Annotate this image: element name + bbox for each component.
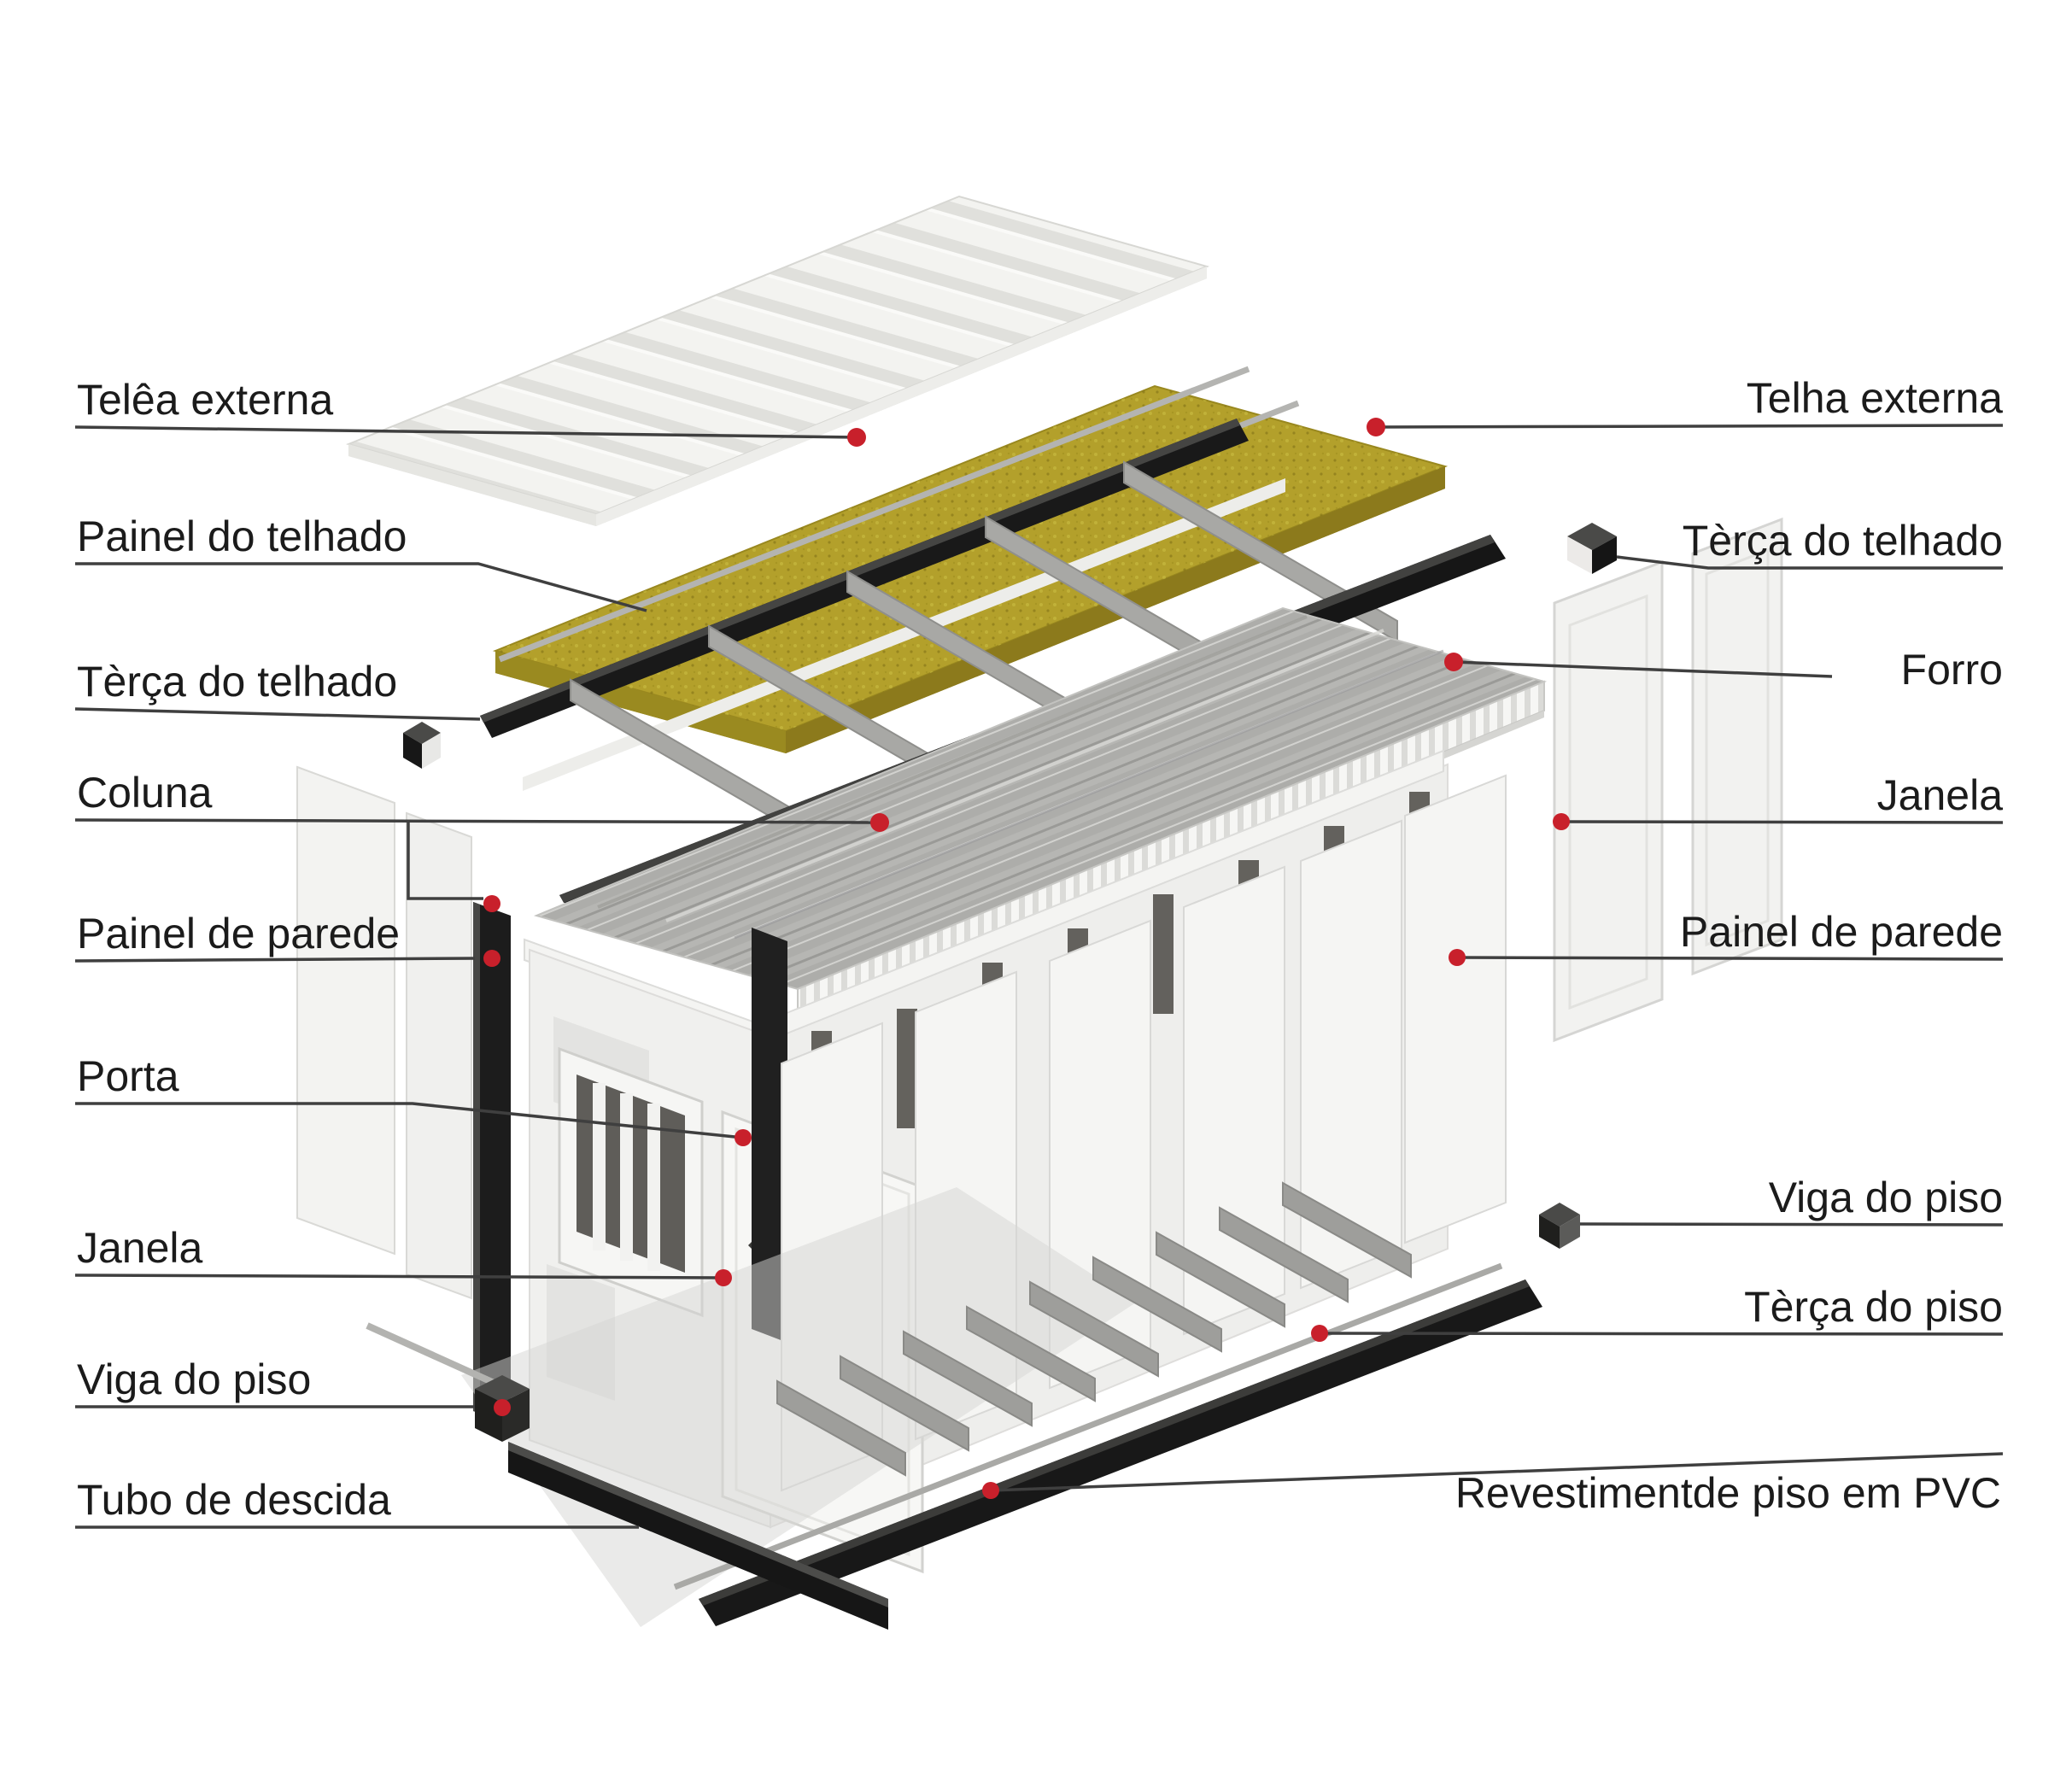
left-wall-panels [296, 765, 472, 1300]
label-tubo-de-descida: Tubo de descida [77, 1476, 391, 1524]
floor-corner-connector-cube [1539, 1203, 1580, 1249]
roof-white-strip [523, 478, 1285, 791]
label-viga-do-piso-left: Viga do piso [77, 1355, 312, 1403]
label-revestimento-piso-pvc: Revestimentde piso em PVC [1454, 1469, 2001, 1517]
label-painel-de-parede-left: Painel de parede [77, 910, 401, 957]
roof-corner-connector-cube [1567, 523, 1617, 574]
label-viga-do-piso-right: Viga do piso [1768, 1174, 2003, 1221]
floor-corner-connector-cube [475, 1375, 530, 1442]
label-terca-do-telhado-left: Tèrça do telhado [77, 658, 398, 706]
label-janela-right: Janela [1876, 771, 2003, 819]
roof-corner-connector-cube [403, 722, 441, 769]
floor-edge-beam [699, 1279, 1542, 1626]
leader-lines [74, 424, 2004, 1529]
roof-rod [498, 366, 1250, 663]
leader-dots [483, 418, 1570, 1499]
label-painel-do-telhado: Painel do telhado [77, 512, 407, 560]
label-telha-externa-left: Telêa externa [77, 376, 334, 424]
right-window-panels [1553, 517, 1783, 1043]
floor-purlin-rod [673, 1262, 1503, 1590]
label-janela-left: Janela [77, 1224, 203, 1272]
label-terca-do-telhado-right: Tèrça do telhado [1682, 517, 2003, 565]
floor-joists [776, 1181, 1412, 1477]
floor-rod [366, 1322, 501, 1389]
label-painel-de-parede-right: Painel de parede [1679, 908, 2003, 956]
label-forro: Forro [1900, 646, 2003, 694]
roof-purlin-rail [480, 419, 1249, 738]
label-coluna: Coluna [77, 769, 213, 817]
label-terca-do-piso: Tèrça do piso [1744, 1283, 2003, 1331]
label-porta: Porta [77, 1052, 179, 1100]
label-telha-externa-right: Telha externa [1746, 374, 2003, 422]
floor-assembly [366, 1181, 1580, 1630]
barred-window [558, 1046, 704, 1318]
corner-column [473, 902, 511, 1425]
downspout-channel [508, 1442, 888, 1630]
corner-column [752, 928, 787, 1343]
